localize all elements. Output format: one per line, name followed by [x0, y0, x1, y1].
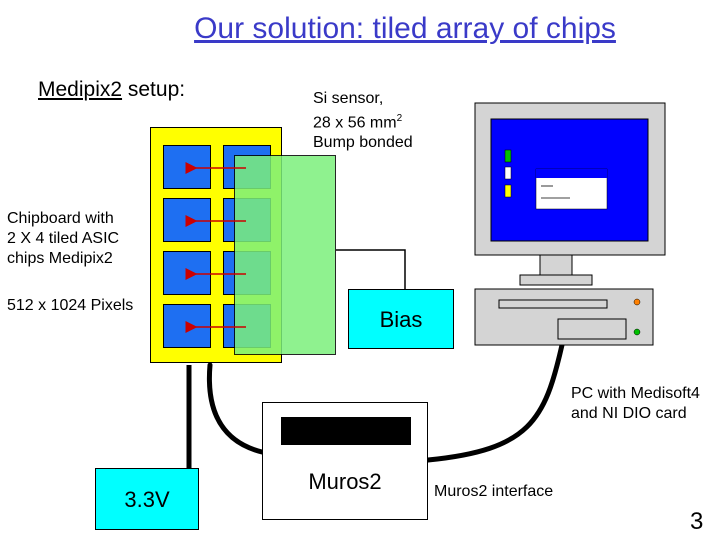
power-supply-box: 3.3V [95, 468, 199, 530]
chipboard-label-line3: chips Medipix2 [7, 250, 113, 267]
page-number: 3 [690, 508, 704, 535]
pixels-label: 512 x 1024 Pixels [7, 297, 134, 314]
pc-label-line1: PC with Medisoft4 [571, 385, 700, 402]
sensor-label-line2: 28 x 56 mm2 [313, 113, 403, 132]
bias-wire [336, 249, 406, 289]
screen-icon-white [504, 166, 512, 180]
bump-bond-arrows [185, 162, 246, 333]
subtitle-rest: setup: [122, 78, 186, 101]
muros2-label: Muros2 [308, 469, 382, 494]
bias-box: Bias [348, 289, 454, 349]
monitor-neck [539, 254, 573, 276]
floppy-drive [498, 299, 608, 309]
subtitle-underlined: Medipix2 [38, 78, 123, 101]
sensor-label-sup: 2 [396, 113, 403, 124]
hdd-led-icon [633, 328, 641, 336]
pc-label: PC with Medisoft4 and NI DIO card [571, 384, 700, 424]
pc-label-line2: and NI DIO card [571, 405, 687, 422]
si-sensor [234, 155, 336, 355]
sensor-label-line3: Bump bonded [313, 134, 413, 152]
setup-subtitle: Medipix2 setup: [38, 78, 185, 102]
pc-case [474, 288, 654, 346]
cd-drive [557, 318, 627, 340]
sensor-label: Si sensor, 28 x 56 mm2 Bump bonded [313, 89, 413, 153]
muros2-box: Muros2 [262, 402, 428, 520]
pc-monitor [474, 102, 666, 286]
chipboard-cable [206, 362, 265, 455]
sensor-label-line1: Si sensor, [313, 90, 384, 107]
power-led-icon [633, 298, 641, 306]
chipboard-label-line2: 2 X 4 tiled ASIC [7, 230, 120, 247]
muros2-connector [281, 417, 411, 445]
chipboard-label: Chipboard with 2 X 4 tiled ASIC chips Me… [7, 209, 119, 269]
screen-window-titlebar [536, 169, 607, 178]
chipboard-label-line1: Chipboard with [7, 210, 114, 227]
screen-icon-yellow [504, 184, 512, 198]
screen-icon-green [504, 149, 512, 163]
pc-cable [425, 342, 565, 463]
monitor-stand [519, 274, 593, 286]
muros2-interface-label: Muros2 interface [434, 483, 554, 500]
slide-title: Our solution: tiled array of chips [194, 12, 616, 45]
